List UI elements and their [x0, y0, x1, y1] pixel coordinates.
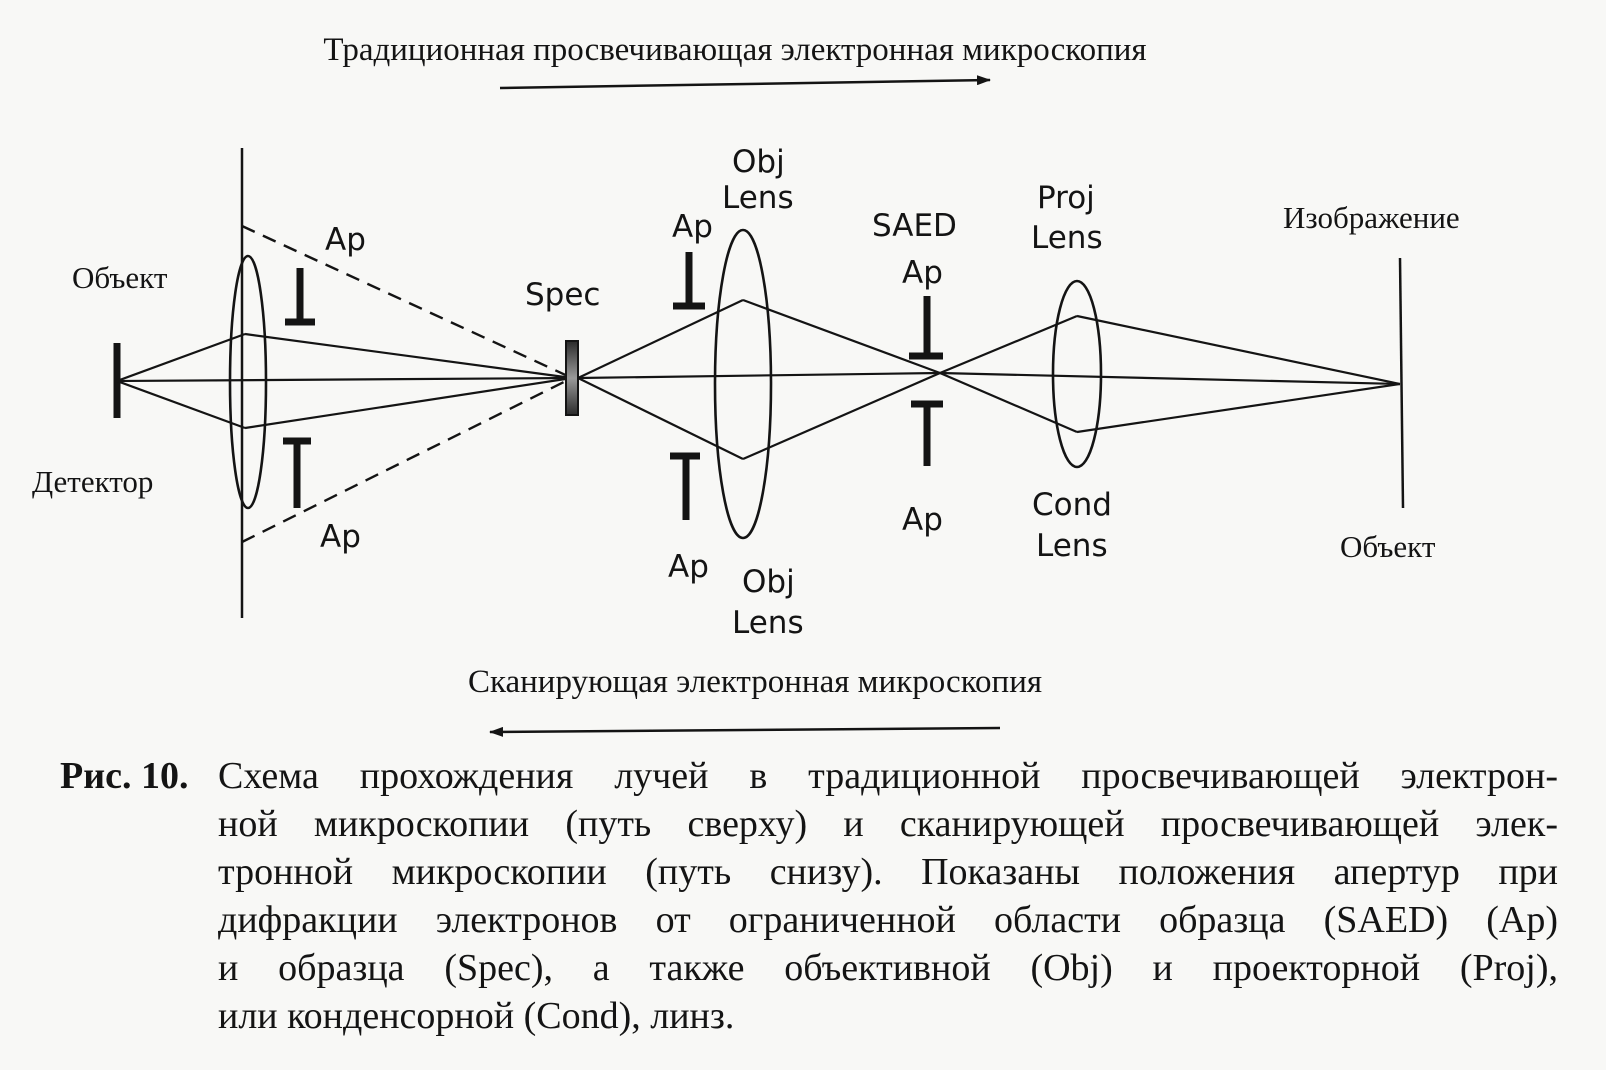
header-bottom: Сканирующая электронная микроскопия	[468, 664, 1042, 700]
arrow-right	[499, 75, 991, 90]
label-spec: Spec	[525, 277, 600, 313]
aperture-lower-obj	[670, 452, 700, 520]
caption-line: Схема прохождения лучей в традиционной п…	[218, 755, 1558, 797]
label-cond-lens-2: Lens	[1036, 528, 1108, 564]
label-obj-lens-bottom-2: Lens	[732, 605, 804, 641]
objective-lens	[713, 228, 773, 540]
label-saed-2: Ap	[902, 255, 943, 291]
projector-lens	[1051, 279, 1103, 469]
label-ap-lower-obj: Ap	[668, 549, 709, 585]
header-top: Традиционная просвечивающая электронная …	[323, 32, 1146, 68]
caption-line: ной микроскопии (путь сверху) и сканирую…	[218, 803, 1558, 845]
aperture-saed-upper	[909, 296, 943, 360]
image-plane-line	[1398, 257, 1405, 509]
caption-label: Рис. 10.	[60, 755, 189, 797]
aperture-upper-left	[285, 268, 315, 326]
label-cond-lens-1: Cond	[1032, 487, 1112, 523]
label-detector: Детектор	[32, 464, 153, 499]
label-obj-lens-bottom-1: Obj	[742, 564, 795, 600]
label-ap-lower-saed: Ap	[902, 502, 943, 538]
label-ap-upper-obj: Ap	[672, 209, 713, 245]
label-ap-lower-left: Ap	[320, 519, 361, 555]
specimen	[565, 340, 579, 416]
label-obj-lens-top-1: Obj	[732, 144, 785, 180]
label-object-left: Объект	[72, 260, 168, 295]
caption-line: и образца (Spec), а также объективной (O…	[218, 947, 1558, 989]
label-proj-lens-1: Proj	[1037, 180, 1095, 216]
label-obj-lens-top-2: Lens	[722, 180, 794, 216]
right-rays	[939, 314, 1401, 434]
label-ap-upper-left: Ap	[325, 222, 366, 258]
label-image-right: Изображение	[1283, 200, 1460, 235]
caption-line: или конденсорной (Cond), линз.	[218, 995, 735, 1037]
middle-rays	[577, 298, 941, 461]
arrow-left	[489, 726, 1001, 737]
caption-text: Схема прохождения лучей в традиционной п…	[218, 752, 1558, 1040]
label-saed-1: SAED	[872, 208, 957, 244]
left-rays	[116, 332, 573, 430]
detector-lens	[228, 254, 268, 510]
caption-line: тронной микроскопии (путь снизу). Показа…	[218, 851, 1558, 893]
aperture-upper-obj	[673, 252, 705, 310]
dashed-ray-lower	[241, 376, 573, 544]
dashed-ray-upper	[241, 224, 573, 380]
aperture-saed-lower	[911, 400, 943, 466]
aperture-lower-left	[283, 437, 311, 508]
caption-line: дифракции электронов от ограниченной обл…	[218, 899, 1558, 941]
label-proj-lens-2: Lens	[1031, 220, 1103, 256]
label-object-right: Объект	[1340, 529, 1436, 564]
